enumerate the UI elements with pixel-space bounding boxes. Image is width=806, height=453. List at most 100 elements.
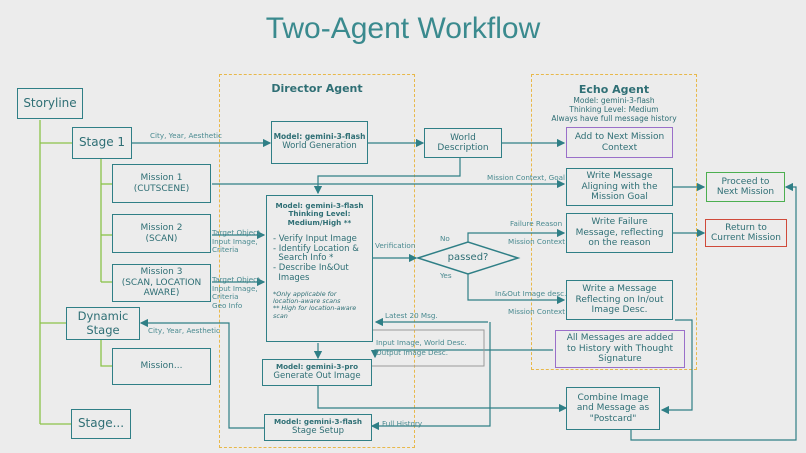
mission3-line2: (SCAN, LOCATION (121, 277, 202, 288)
verify-item-1: - Verify Input Image (273, 233, 357, 244)
edge-allmsg-genout (370, 349, 553, 359)
all-msg-line3: Signature (598, 354, 642, 365)
combine-line3: "Postcard" (589, 413, 637, 424)
combine-line1: Combine Image (577, 392, 649, 403)
edge-label-city1: City, Year, Aesthetic (150, 131, 222, 140)
add-next-line2: Context (601, 142, 638, 153)
target2-line2: Input Image, (212, 283, 258, 293)
edge-echo-combine (660, 319, 693, 415)
edge-label-latest: Latest 20 Msg. (385, 311, 438, 320)
edge-label-yes: Yes (440, 271, 452, 280)
proceed-next-mission-box: Proceed to Next Mission (706, 172, 785, 202)
write-goal-line3: Mission Goal (591, 192, 648, 203)
stage-setup-model: Model: gemini-3-flash (273, 417, 363, 427)
target1-line1: Target Object, (212, 228, 263, 237)
write-reflect-line1: Write a Message (582, 284, 657, 295)
stage1-box: Stage 1 (72, 127, 132, 159)
write-goal-line2: Aligning with the (581, 181, 658, 192)
generate-out-image-box: Model: gemini-3-pro Generate Out Image (262, 359, 372, 386)
echo-agent-header: Echo Agent Model: gemini-3-flash Thinkin… (531, 83, 697, 123)
echo-agent-label: Echo Agent (578, 83, 650, 96)
proceed-line2: Next Mission (716, 187, 775, 197)
edge-label-full-history: Full History (382, 419, 423, 428)
echo-agent-thinking: Thinking Level: Medium (569, 105, 659, 114)
verify-note-2: location-aware scans (273, 297, 341, 306)
proceed-line1: Proceed to (721, 176, 770, 187)
add-next-mission-box: Add to Next Mission Context (566, 127, 673, 158)
edge-label-mission-ctx1: Mission Context (508, 237, 566, 246)
verify-item-3: Search Info * (273, 253, 334, 264)
tree-line-dynamic-missions (100, 340, 112, 367)
write-fail-line3: on the reason (588, 238, 651, 249)
mission2-line1: Mission 2 (140, 223, 183, 234)
return-line1: Return to (725, 222, 767, 233)
edge-label-input-world: Input Image, World Desc. (376, 338, 467, 347)
edge-label-no: No (440, 234, 450, 243)
verify-thinking: Thinking Level: (288, 209, 351, 219)
target1-line3: Criteria (212, 245, 239, 255)
edge-stagesetup-dynamic (139, 318, 264, 429)
verify-thinking2: Medium/High ** (287, 217, 352, 227)
mission1-box: Mission 1 (CUTSCENE) (112, 164, 211, 203)
write-fail-line2: Message, reflecting (575, 227, 664, 238)
edge-label-mission-ctx-goal: Mission Context, Goal (487, 173, 566, 182)
all-msg-line2: to History with Thought (566, 343, 674, 354)
mission-more-box: Mission... (112, 348, 211, 385)
target2-line3: Criteria (212, 292, 239, 302)
stage-more-box: Stage... (71, 409, 131, 439)
mission2-line2: (SCAN) (145, 233, 178, 244)
edge-label-target1: Target Object, Input Image, Criteria (212, 228, 263, 255)
target1-line2: Input Image, (212, 236, 258, 246)
stage1-label: Stage 1 (78, 135, 126, 150)
dynamic-stage-box: Dynamic Stage (66, 307, 140, 340)
mission3-box: Mission 3 (SCAN, LOCATION AWARE) (112, 264, 211, 302)
passed-diamond (415, 241, 521, 275)
world-generation-box: Model: gemini-3-flash World Generation (271, 121, 368, 164)
input-world-bracket (372, 329, 485, 367)
mission1-line2: (CUTSCENE) (133, 183, 190, 194)
verify-model: Model: gemini-3-flash (275, 201, 364, 210)
edge-label-verification: Verification (375, 241, 416, 250)
write-fail-line1: Write Failure (591, 217, 648, 228)
return-current-mission-box: Return to Current Mission (705, 219, 787, 247)
mission1-line1: Mission 1 (140, 173, 183, 184)
mission3-line3: AWARE) (143, 288, 180, 299)
verify-box: Model: gemini-3-flash Thinking Level: Me… (266, 195, 373, 342)
world-gen-name: World Generation (282, 140, 357, 151)
storyline-label: Storyline (23, 95, 77, 110)
echo-agent-history: Always have full message history (551, 114, 677, 123)
write-reflect-line2: Reflecting on In/out (575, 294, 664, 305)
return-line2: Current Mission (710, 233, 782, 243)
write-failure-box: Write Failure Message, reflecting on the… (566, 213, 673, 253)
gen-out-model: Model: gemini-3-pro (275, 362, 359, 372)
dynamic-line2: Stage (86, 322, 120, 337)
verify-item-4: - Describe In&Out (273, 263, 349, 274)
all-msg-line1: All Messages are added (566, 333, 674, 344)
mission3-line1: Mission 3 (140, 267, 183, 278)
echo-agent-region (531, 74, 697, 370)
page-title: Two-Agent Workflow (265, 12, 541, 45)
combine-postcard-box: Combine Image and Message as "Postcard" (566, 387, 660, 430)
write-goal-line1: Write Message (586, 171, 653, 182)
world-desc-line2: Description (437, 143, 489, 153)
stage-setup-box: Model: gemini-3-flash Stage Setup (264, 414, 372, 441)
write-reflect-box: Write a Message Reflecting on In/out Ima… (566, 280, 673, 320)
edge-history-stagesetup (370, 322, 491, 431)
edge-passed-yes (467, 270, 566, 305)
edge-label-city2: City, Year, Aesthetic (148, 326, 220, 335)
all-messages-box: All Messages are added to History with T… (555, 330, 685, 368)
stage-more-label: Stage... (77, 416, 125, 431)
world-desc-line1: World (450, 132, 476, 143)
target2-line4: Geo Info (212, 300, 243, 310)
verify-item-2: - Identify Location & (273, 243, 359, 254)
write-goal-box: Write Message Aligning with the Mission … (566, 168, 673, 206)
edge-label-inout-desc: In&Out Image desc. (495, 289, 567, 298)
add-next-line1: Add to Next Mission (574, 132, 665, 143)
verify-note-4: scan (273, 311, 288, 320)
passed-label: passed? (447, 252, 489, 263)
edge-combine-proceed (630, 182, 797, 441)
verify-item-5: Images (273, 272, 310, 283)
verify-note-1: *Only applicable for (273, 289, 337, 298)
stage-setup-name: Stage Setup (291, 425, 344, 436)
